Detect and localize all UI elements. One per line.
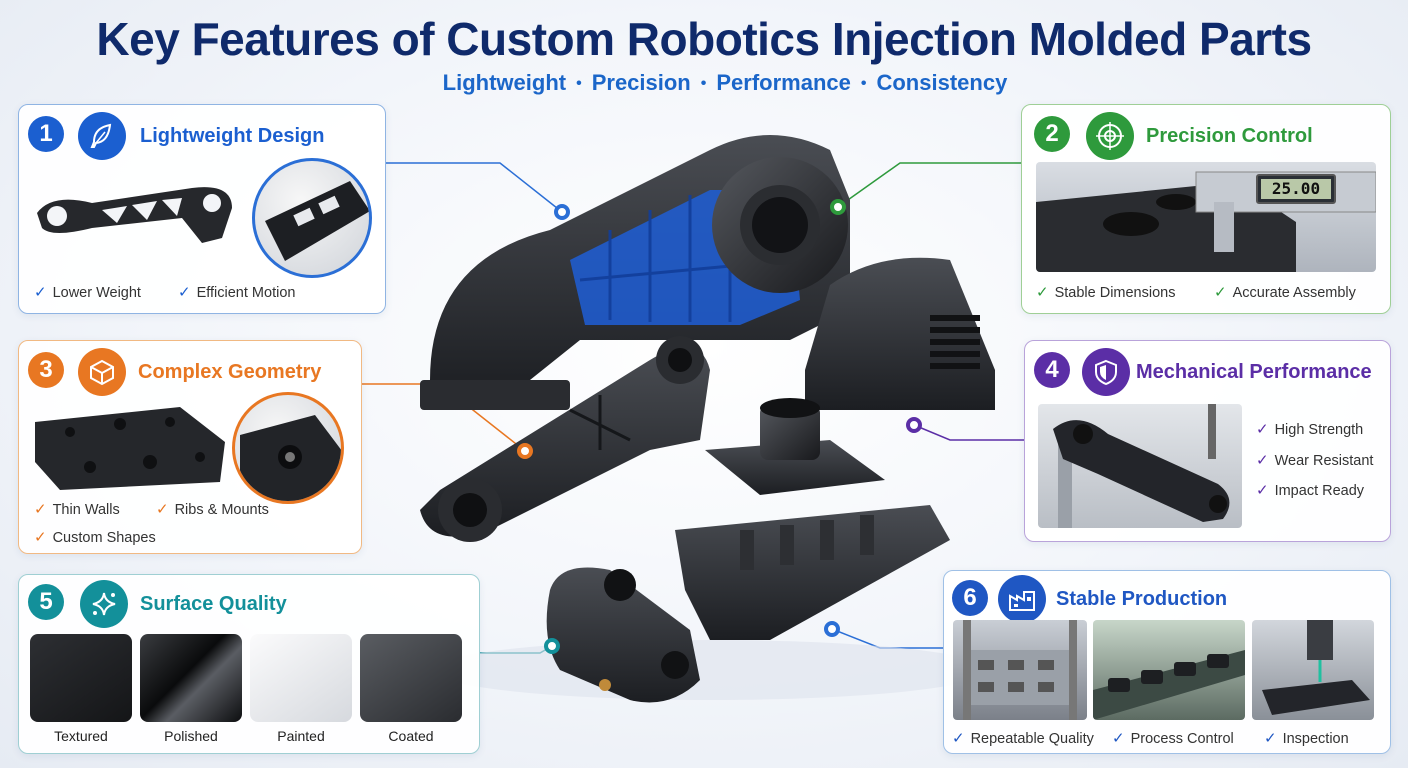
feature-check-item: ✓Impact Ready: [1256, 482, 1365, 499]
page-title: Key Features of Custom Robotics Injectio…: [96, 13, 1312, 65]
feature-check-item: ✓Repeatable Quality: [952, 730, 1094, 747]
joint-block-part: [546, 567, 700, 703]
feature-check-item: ✓Custom Shapes: [34, 529, 156, 546]
factory-icon: [998, 575, 1046, 623]
caliper-display: 25.00: [1256, 174, 1336, 204]
feature-number-badge: 5: [28, 584, 64, 620]
feature-number-badge: 6: [952, 580, 988, 616]
caliper-reading: 25.00: [1261, 179, 1331, 199]
geometry-plate-photo: [35, 407, 225, 490]
marker-dot-precision: [830, 199, 846, 215]
feature-title: Surface Quality: [140, 593, 287, 615]
page-subtitle: Lightweight • Precision • Performance • Consis…: [0, 70, 1408, 96]
feature-title: Mechanical Performance: [1136, 361, 1372, 383]
subtitle-separator: •: [860, 75, 867, 93]
polished-swatch: [140, 634, 242, 722]
production-mold-photo: [953, 620, 1087, 720]
feature-title: Lightweight Design: [140, 125, 325, 147]
feature-title: Stable Production: [1056, 588, 1228, 610]
feature-check-item: ✓Efficient Motion: [178, 284, 296, 301]
subtitle-separator: •: [700, 75, 707, 93]
subtitle-item: Performance: [716, 70, 851, 95]
feature-check-item: ✓Ribs & Mounts: [156, 501, 269, 518]
swatch-label: Textured: [54, 728, 108, 744]
marker-dot-production: [824, 621, 840, 637]
marker-dot-geometry: [517, 443, 533, 459]
cube-icon: [78, 348, 126, 396]
feature-check-item: ✓High Strength: [1256, 421, 1364, 438]
painted-swatch: [250, 634, 352, 722]
geometry-zoom-detail: [232, 392, 344, 504]
marker-dot-surface: [544, 638, 560, 654]
swatch-label: Coated: [388, 728, 434, 744]
production-inspection-photo: [1252, 620, 1374, 720]
large-housing-part: [420, 135, 850, 410]
subtitle-item: Lightweight: [442, 70, 567, 95]
subtitle-item: Precision: [591, 70, 691, 95]
feature-number-badge: 3: [28, 352, 64, 388]
subtitle-separator: •: [576, 75, 582, 93]
feature-check-item: ✓Accurate Assembly: [1214, 284, 1356, 301]
lightweight-zoom-detail: [252, 158, 372, 278]
feature-number-badge: 2: [1034, 116, 1070, 152]
central-parts-illustration: [420, 135, 995, 703]
lightweight-arm-photo: [37, 187, 232, 243]
production-line-photo: [1093, 620, 1245, 720]
bracket-channel-part: [675, 505, 950, 640]
feature-check-item: ✓Wear Resistant: [1256, 452, 1374, 469]
feature-check-item: ✓Inspection: [1264, 730, 1349, 747]
swatch-label: Polished: [164, 728, 218, 744]
feature-number-badge: 1: [28, 116, 64, 152]
marker-dot-lightweight: [554, 204, 570, 220]
feature-check-item: ✓Process Control: [1112, 730, 1234, 747]
coated-swatch: [360, 634, 462, 722]
feature-title: Complex Geometry: [138, 361, 322, 383]
precision-caliper-photo: 25.00: [1036, 162, 1376, 272]
flange-mount-part: [705, 398, 885, 495]
target-icon: [1086, 112, 1134, 160]
feature-number-badge: 4: [1034, 352, 1070, 388]
vented-cover-part: [805, 257, 995, 410]
feature-check-item: ✓Lower Weight: [34, 284, 141, 301]
feature-title: Precision Control: [1146, 125, 1313, 147]
feature-check-item: ✓Thin Walls: [34, 501, 120, 518]
feather-icon: [78, 112, 126, 160]
performance-arm-photo: [1038, 404, 1242, 528]
marker-dot-performance: [906, 417, 922, 433]
link-arm-part: [420, 336, 710, 542]
shield-icon: [1082, 348, 1130, 396]
textured-swatch: [30, 634, 132, 722]
subtitle-item: Consistency: [876, 70, 1008, 95]
swatch-label: Painted: [277, 728, 325, 744]
feature-check-item: ✓Stable Dimensions: [1036, 284, 1176, 301]
sparkle-icon: [80, 580, 128, 628]
